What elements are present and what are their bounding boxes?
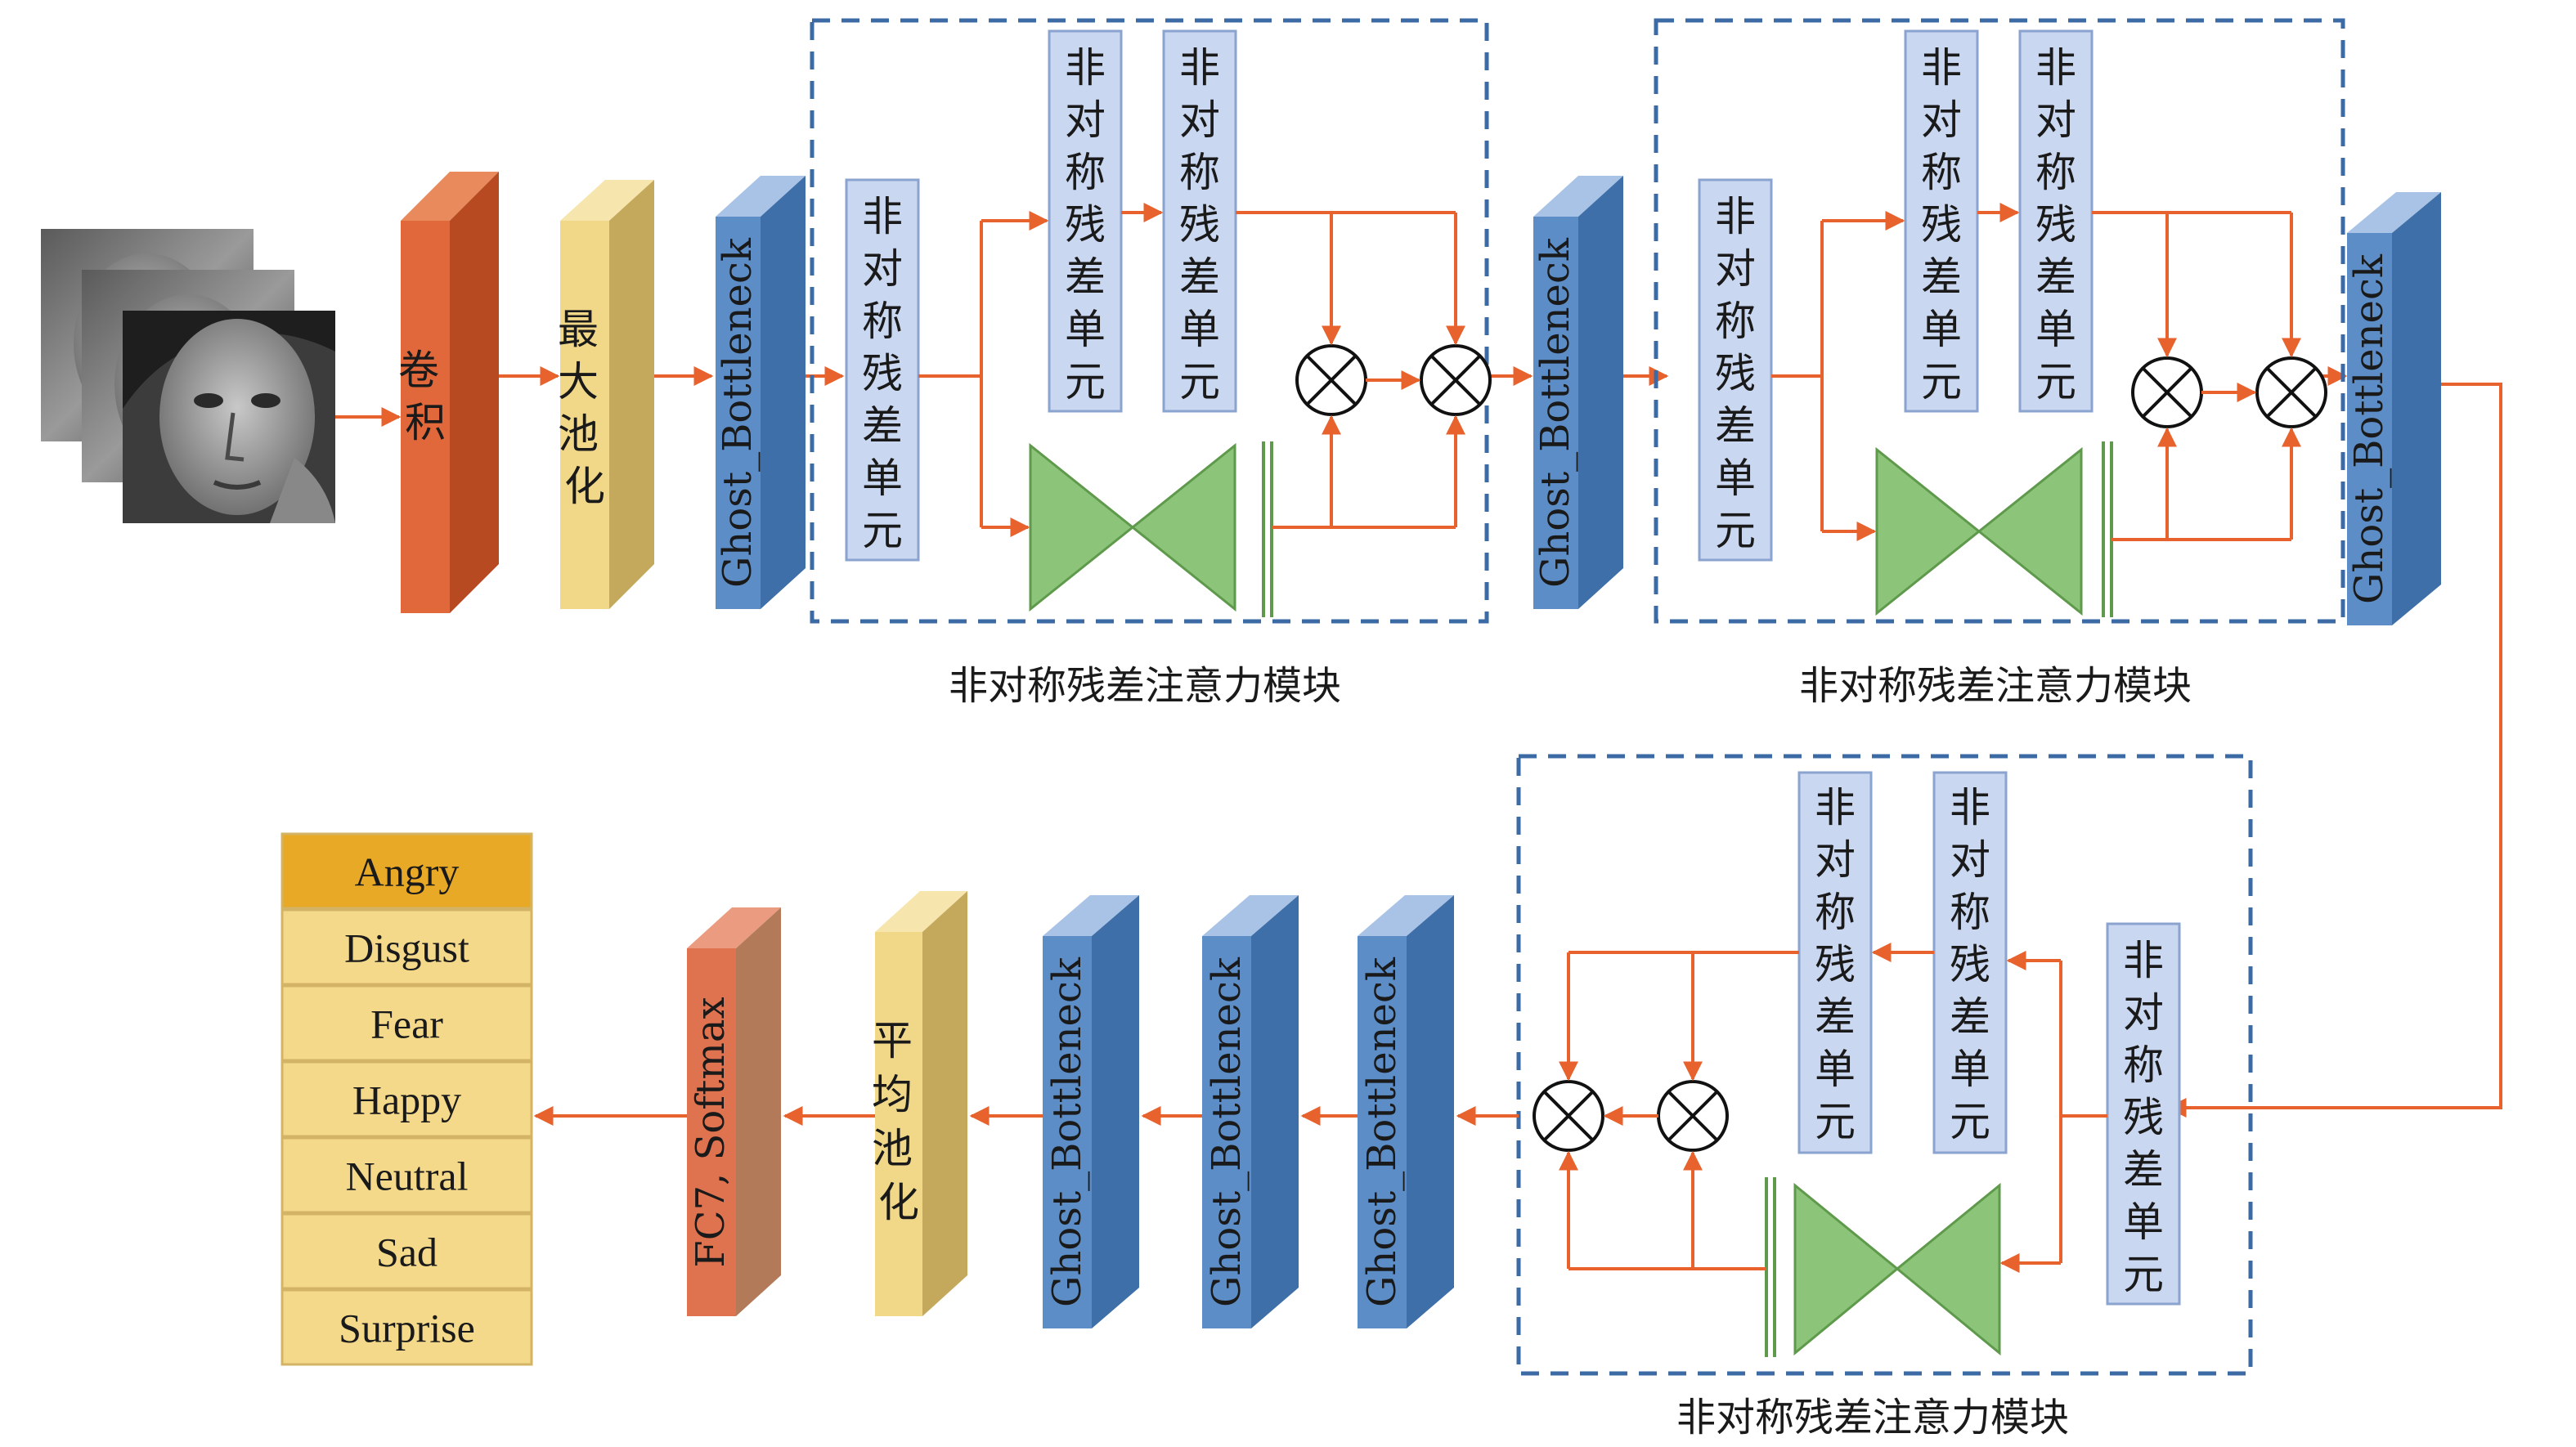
class-label: Angry (355, 849, 460, 895)
encoder-decoder-bowtie-icon (1765, 1177, 2001, 1357)
ghost-label: Ghost_Bottleneck (1533, 237, 1578, 588)
circle-times-icon (1295, 344, 1367, 416)
class-label: Disgust (344, 925, 469, 971)
maxpool-label: 最 大 池 化 (558, 306, 612, 510)
conv-block: 卷 积 (398, 172, 499, 613)
ghost-bottleneck-block: Ghost_Bottleneck (715, 176, 806, 609)
asym-unit-label: 非对称残差单元 (1065, 44, 1106, 405)
maxpool-char: 大 (558, 358, 599, 405)
attention-module-1: 非对称残差单元 非对称残差单元 非对称残差单元 (810, 18, 1492, 624)
circle-times-icon (1533, 1080, 1604, 1152)
class-item: Angry (280, 832, 533, 910)
ghost-label: Ghost_Bottleneck (1044, 956, 1090, 1307)
fc-label: FC7, Softmax (688, 997, 734, 1267)
circle-times-icon (2131, 356, 2203, 428)
encoder-decoder-bowtie-icon (1029, 441, 1273, 617)
circle-times-icon (1420, 344, 1492, 416)
class-item: Happy (280, 1060, 533, 1138)
asym-unit-label: 非对称残差单元 (1815, 784, 1856, 1145)
conv-char: 卷 (398, 347, 439, 394)
class-label: Fear (370, 1001, 443, 1047)
asym-unit-label: 非对称残差单元 (2035, 44, 2076, 405)
maxpool-block: 最 大 池 化 (558, 180, 654, 609)
asym-unit-label: 非对称残差单元 (1950, 784, 1990, 1145)
module-label: 非对称残差注意力模块 (949, 663, 1341, 709)
circle-times-icon (2255, 356, 2327, 428)
asym-unit-label: 非对称残差单元 (1921, 44, 1962, 405)
conv-char: 积 (405, 399, 446, 446)
conv-label: 卷 积 (398, 347, 452, 446)
ghost-bottleneck-block: Ghost_Bottleneck (1533, 176, 1623, 609)
class-label: Happy (352, 1077, 461, 1123)
class-label: Surprise (339, 1306, 475, 1351)
ghost-bottleneck-block: Ghost_Bottleneck (1358, 895, 1454, 1328)
ghost-label: Ghost_Bottleneck (1204, 956, 1250, 1307)
maxpool-char: 最 (558, 306, 599, 353)
maxpool-char: 池 (558, 410, 599, 458)
class-item: Surprise (280, 1288, 533, 1366)
circle-times-icon (1657, 1080, 1729, 1152)
ghost-label: Ghost_Bottleneck (1359, 956, 1405, 1307)
fc-softmax-block: FC7, Softmax (687, 907, 781, 1316)
ghost-bottleneck-block: Ghost_Bottleneck (1043, 895, 1139, 1328)
avgpool-block: 平 均 池 化 (872, 891, 967, 1316)
ghost-label: Ghost_Bottleneck (715, 237, 761, 588)
class-item: Fear (280, 984, 533, 1062)
encoder-decoder-bowtie-icon (1875, 441, 2113, 617)
ghost-label: Ghost_Bottleneck (2346, 253, 2392, 604)
class-item: Sad (280, 1212, 533, 1290)
class-item: Neutral (280, 1136, 533, 1214)
asym-unit-label: 非对称残差单元 (1715, 193, 1756, 554)
asym-unit-label: 非对称残差单元 (1179, 44, 1220, 405)
input-face-stack (41, 229, 335, 523)
module-label: 非对称残差注意力模块 (1799, 663, 2192, 709)
class-label: Neutral (346, 1154, 469, 1199)
asym-unit-label: 非对称残差单元 (2123, 937, 2164, 1298)
class-label: Sad (376, 1230, 438, 1275)
ghost-bottleneck-block: Ghost_Bottleneck (1202, 895, 1299, 1328)
avgpool-label: 平 均 池 化 (872, 1017, 926, 1226)
module-label: 非对称残差注意力模块 (1676, 1395, 2069, 1440)
attention-module-2: 非对称残差单元 非对称残差单元 非对称残差单元 (1654, 18, 2345, 624)
ghost-bottleneck-block: Ghost_Bottleneck (2346, 192, 2441, 625)
attention-module-3: 非对称残差单元 非对称残差单元 非对称残差单元 (1516, 754, 2253, 1376)
maxpool-char: 化 (564, 463, 605, 510)
class-item: Disgust (280, 908, 533, 986)
face-photo-icon (123, 311, 335, 523)
asym-unit-label: 非对称残差单元 (862, 193, 903, 554)
